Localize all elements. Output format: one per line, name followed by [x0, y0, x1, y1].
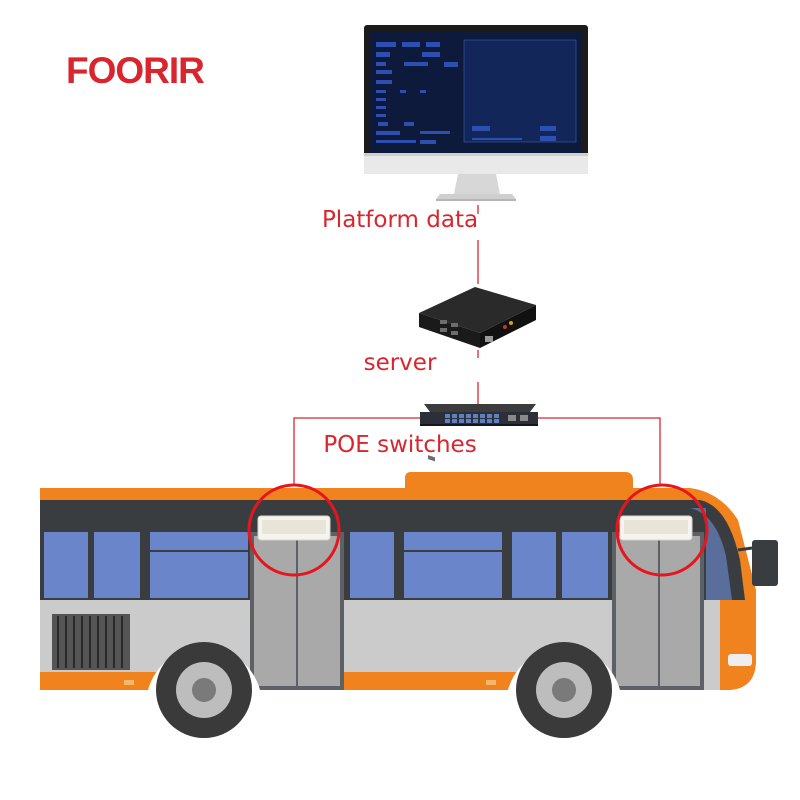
- bus-illustration: [40, 472, 778, 738]
- server-label: server: [0, 350, 800, 376]
- desktop-monitor-icon: [364, 25, 588, 201]
- poe-switches-label: POE switches: [0, 432, 800, 458]
- platform-data-label: Platform data: [0, 207, 800, 233]
- network-switch-icon: [420, 404, 538, 426]
- brand-logo: FOORIR: [66, 50, 204, 92]
